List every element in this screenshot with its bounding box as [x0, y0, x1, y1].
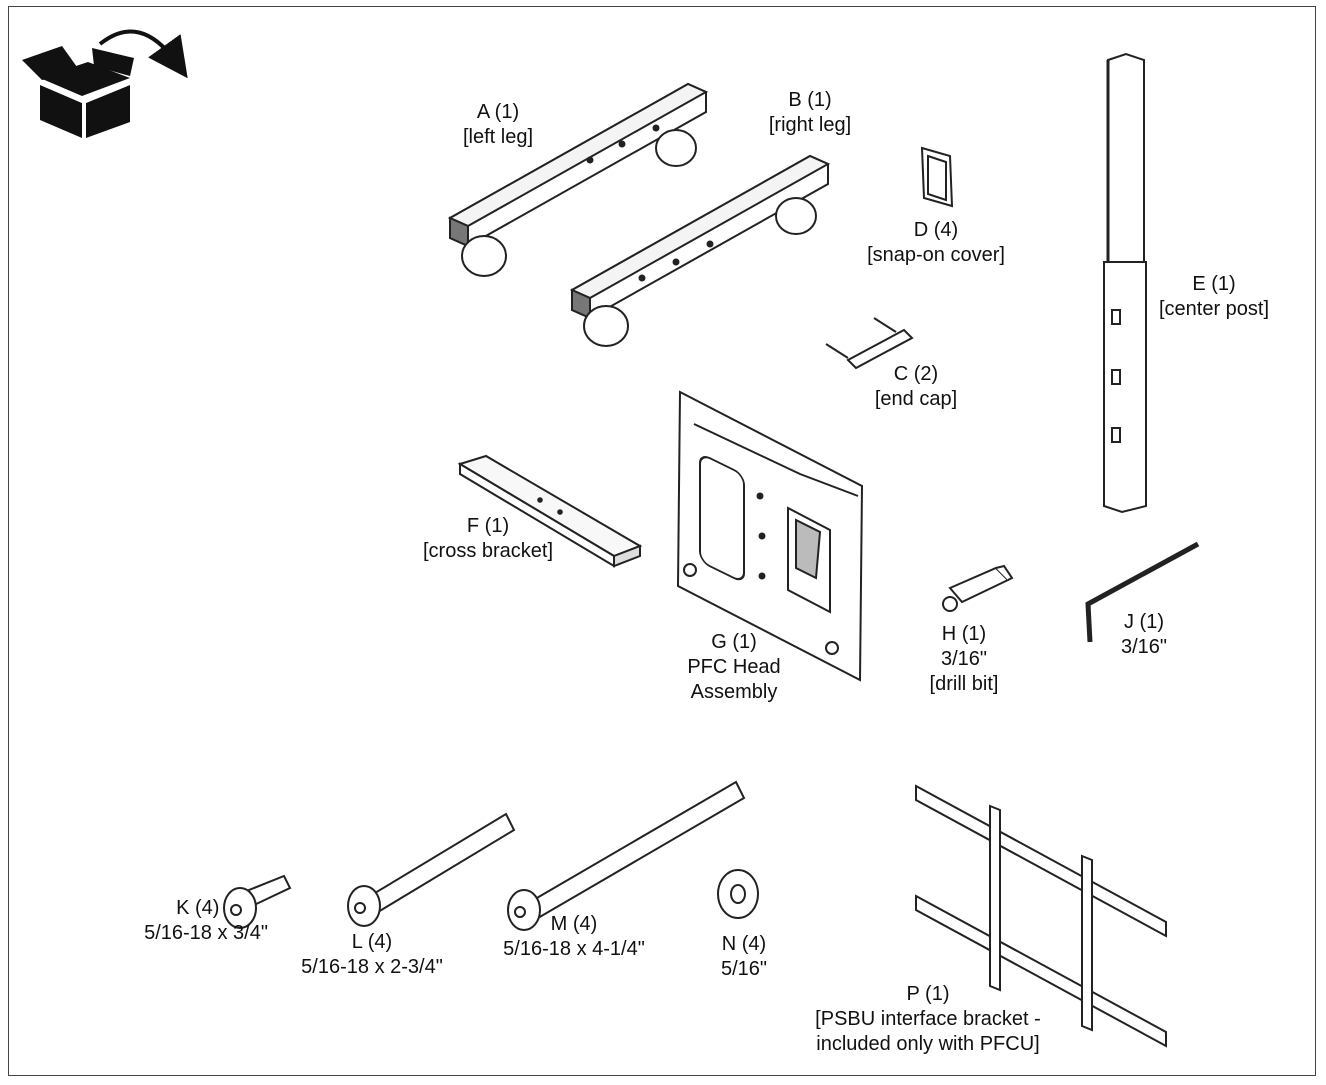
part-g-id: G (1) [711, 631, 757, 653]
part-g-name-1: PFC Head [687, 656, 781, 678]
part-h-name: [drill bit] [929, 673, 999, 695]
bolt-part-l [347, 812, 516, 927]
part-e-label: E (1) [center post] [1159, 272, 1269, 322]
part-j-id: J (1) [1124, 611, 1164, 633]
pfc-head-assembly-part-g [676, 390, 864, 682]
part-m-size: 5/16-18 x 4-1/4" [503, 938, 645, 960]
bolt-part-k [223, 874, 292, 929]
diagram-frame [8, 6, 1316, 1076]
part-b-label: B (1) [right leg] [769, 88, 851, 138]
part-a-label: A (1) [left leg] [463, 100, 533, 150]
part-b-id: B (1) [788, 89, 832, 111]
part-k-label: K (4) 5/16-18 x 3/4" [144, 896, 268, 946]
part-f-name: [cross bracket] [422, 540, 554, 562]
part-d-label: D (4) [snap-on cover] [867, 218, 1005, 268]
part-j-size: 3/16" [1120, 636, 1168, 658]
part-g-name-2: Assembly [690, 681, 778, 703]
part-m-id: M (4) [550, 913, 598, 935]
cross-bracket-part-f [457, 454, 643, 568]
bolt-part-m [507, 780, 746, 931]
part-e-name: [center post] [1158, 298, 1270, 320]
part-h-label: H (1) 3/16" [drill bit] [930, 622, 999, 697]
part-f-id: F (1) [466, 515, 510, 537]
right-leg-part-b [569, 154, 831, 347]
part-c-name: [end cap] [874, 388, 958, 410]
washer-part-n [717, 869, 759, 919]
part-l-size: 5/16-18 x 2-3/4" [301, 956, 443, 978]
part-n-size: 5/16" [720, 958, 768, 980]
part-n-id: N (4) [721, 933, 767, 955]
hex-key-part-j [1085, 541, 1200, 643]
part-m-label: M (4) 5/16-18 x 4-1/4" [503, 912, 645, 962]
left-leg-part-a [447, 82, 709, 277]
part-p-name-2: included only with PFCU] [816, 1033, 1040, 1055]
end-cap-part-c [825, 317, 914, 370]
part-p-label: P (1) [PSBU interface bracket - included… [815, 982, 1041, 1057]
snap-on-cover-part-d [920, 146, 954, 208]
part-c-id: C (2) [893, 363, 939, 385]
part-p-id: P (1) [906, 983, 950, 1005]
center-post-part-e [1103, 52, 1147, 514]
part-l-id: L (4) [351, 931, 393, 953]
part-e-id: E (1) [1192, 273, 1236, 295]
part-n-label: N (4) 5/16" [721, 932, 767, 982]
part-a-name: [left leg] [462, 126, 534, 148]
psbu-interface-bracket-part-p [915, 784, 1167, 1048]
part-a-id: A (1) [476, 101, 520, 123]
part-l-label: L (4) 5/16-18 x 2-3/4" [301, 930, 443, 980]
open-box-icon [22, 29, 188, 138]
part-g-label: G (1) PFC Head Assembly [687, 630, 780, 705]
part-k-size: 5/16-18 x 3/4" [144, 922, 268, 944]
part-d-id: D (4) [913, 219, 959, 241]
part-p-name-1: [PSBU interface bracket - [815, 1008, 1041, 1030]
part-b-name: [right leg] [768, 114, 852, 136]
part-h-size: 3/16" [940, 648, 988, 670]
part-k-id: K (4) [176, 897, 220, 919]
part-f-label: F (1) [cross bracket] [423, 514, 553, 564]
part-j-label: J (1) 3/16" [1121, 610, 1167, 660]
part-c-label: C (2) [end cap] [875, 362, 957, 412]
part-d-name: [snap-on cover] [867, 244, 1005, 266]
part-h-id: H (1) [941, 623, 987, 645]
drill-bit-part-h [942, 564, 1014, 612]
